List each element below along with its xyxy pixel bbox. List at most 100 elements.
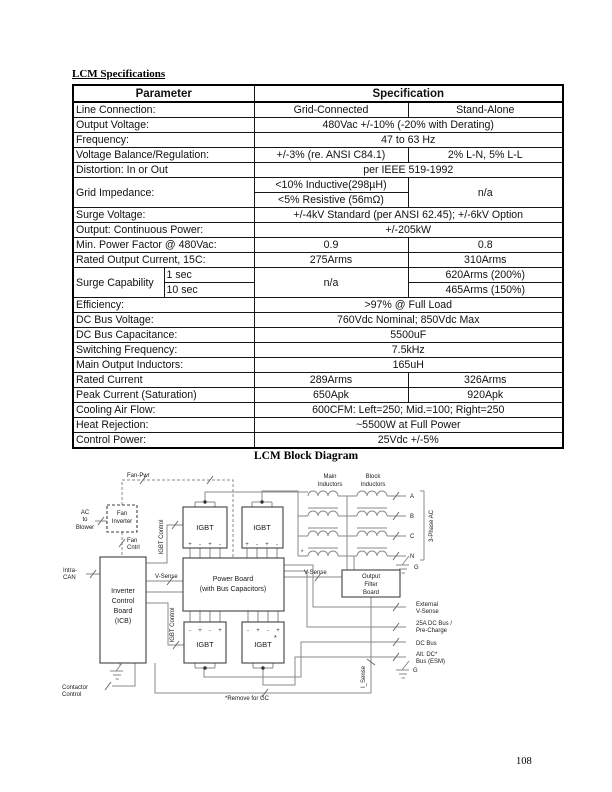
table-row: Output Voltage:480Vac +/-10% (-20% with … — [72, 117, 564, 133]
igbt-top-right-box — [241, 506, 284, 549]
value-cell: 0.8 — [407, 237, 564, 253]
svg-text:-: - — [209, 628, 211, 634]
value-cell: 165uH — [253, 357, 564, 373]
three-phase-ac-label: 3-Phase AC — [429, 509, 435, 542]
svg-text:+: + — [265, 542, 269, 548]
value-cell: ~5500W at Full Power — [253, 417, 564, 433]
phase-a-label: A — [410, 494, 414, 500]
table-row: DC Bus Capacitance:5500uF — [72, 327, 564, 343]
table-row: Switching Frequency:7.5kHz — [72, 342, 564, 358]
svg-text:Cntrl: Cntrl — [127, 545, 140, 551]
column-header-specification: Specification — [253, 84, 564, 103]
output-filter-board-box — [341, 569, 401, 598]
inductor-coils — [307, 490, 388, 557]
value-cell: 2% L-N, 5% L-L — [407, 147, 564, 163]
svg-text:Board: Board — [114, 608, 133, 615]
v-sense-label: V-Sense — [304, 570, 327, 576]
svg-text:Inverter: Inverter — [112, 519, 132, 525]
table-row: Surge Voltage:+/-4kV Standard (per ANSI … — [72, 207, 564, 223]
svg-text:+: + — [188, 542, 192, 548]
spec-table-title: LCM Specifications — [72, 68, 166, 80]
table-row: Voltage Balance/Regulation:+/-3% (re. AN… — [72, 147, 564, 163]
contactor-control-label: Contactor — [62, 685, 88, 691]
svg-text:-: - — [256, 542, 258, 548]
param-cell: Control Power: — [72, 432, 255, 449]
main-inductors-label: Main — [323, 474, 336, 480]
table-row: Heat Rejection:~5500W at Full Power — [72, 417, 564, 433]
fan-inverter-box — [106, 504, 138, 533]
value-cell: 289Arms — [253, 372, 409, 388]
param-cell: Output Voltage: — [72, 117, 255, 133]
value-cell: 0.9 — [253, 237, 409, 253]
alt-dc-bus-label: Alt. DC* — [416, 652, 438, 658]
block-inductors-label: Block — [366, 474, 382, 480]
svg-text:Bus (ESM): Bus (ESM) — [416, 659, 445, 665]
param-cell: Voltage Balance/Regulation: — [72, 147, 255, 163]
svg-text:Pre-Charge: Pre-Charge — [416, 628, 448, 634]
value-cell: n/a — [407, 177, 564, 208]
remove-for-gc-note: *Remove for GC — [225, 696, 270, 702]
column-header-parameter: Parameter — [72, 84, 255, 103]
external-v-sense-label: External — [416, 602, 438, 608]
value-cell: 920Apk — [407, 387, 564, 403]
ground-label: G — [413, 668, 418, 674]
igbt-top-left-box — [182, 506, 228, 549]
wires — [86, 479, 425, 694]
table-row: Efficiency:>97% @ Full Load — [72, 297, 564, 313]
svg-text:CAN: CAN — [63, 575, 76, 581]
neutral-label: N — [410, 554, 414, 560]
svg-text:(ICB): (ICB) — [115, 618, 131, 625]
svg-text:Inductors: Inductors — [361, 482, 386, 488]
svg-text:+: + — [218, 628, 222, 634]
param-cell: Cooling Air Flow: — [72, 402, 255, 418]
value-cell: n/a — [253, 267, 409, 298]
svg-text:-: - — [219, 542, 221, 548]
param-cell: Line Connection: — [72, 101, 255, 118]
param-cell: Rated Output Current, 15C: — [72, 252, 255, 268]
igbt-bottom-right-box — [241, 621, 285, 664]
value-cell: <10% Inductive(298µH) — [253, 177, 409, 193]
value-cell: +/-205kW — [253, 222, 564, 238]
param-cell: DC Bus Voltage: — [72, 312, 255, 328]
value-cell: per IEEE 519-1992 — [253, 162, 564, 178]
power-board-label: Power Board — [213, 576, 254, 583]
svg-text:-: - — [247, 628, 249, 634]
param-cell: Efficiency: — [72, 297, 255, 313]
table-row: Frequency:47 to 63 Hz — [72, 132, 564, 148]
diagram-title: LCM Block Diagram — [253, 450, 359, 462]
phase-b-label: B — [410, 514, 414, 520]
param-cell: Rated Current — [72, 372, 255, 388]
block-diagram: Fan-Pwr AC to Blower Fan Inverter Fan Cn… — [62, 473, 452, 702]
param-cell: Switching Frequency: — [72, 342, 255, 358]
icb-label: Inverter — [111, 588, 135, 595]
igbt-label: IGBT — [254, 640, 272, 649]
value-cell: Grid-Connected — [253, 101, 409, 118]
svg-text:Blower: Blower — [76, 525, 94, 531]
igbt-asterisk: * — [274, 635, 277, 642]
page-number: 108 — [516, 756, 532, 767]
table-row: DC Bus Voltage:760Vdc Nominal; 850Vdc Ma… — [72, 312, 564, 328]
igbt-terminal-marks: +-+- +-+- -+-+ -+-+ — [188, 542, 280, 634]
svg-text:-: - — [276, 542, 278, 548]
v-sense-label: V-Sense — [155, 574, 178, 580]
ground-label: G — [414, 565, 419, 571]
svg-text:V-Sense: V-Sense — [416, 609, 439, 615]
svg-text:-: - — [199, 542, 201, 548]
value-cell: 25Vdc +/-5% — [253, 432, 564, 449]
svg-text:+: + — [198, 628, 202, 634]
ground-icon — [395, 660, 410, 679]
ground-icon — [109, 661, 124, 680]
table-row: Control Power:25Vdc +/-5% — [72, 432, 564, 449]
value-cell: +/-4kV Standard (per ANSI 62.45); +/-6kV… — [253, 207, 564, 223]
igbt-control-label: IGBT Control — [170, 608, 176, 643]
igbt-label: IGBT — [196, 640, 214, 649]
svg-text:+: + — [245, 542, 249, 548]
param-cell: Frequency: — [72, 132, 255, 148]
param-cell: Distortion: In or Out — [72, 162, 255, 178]
